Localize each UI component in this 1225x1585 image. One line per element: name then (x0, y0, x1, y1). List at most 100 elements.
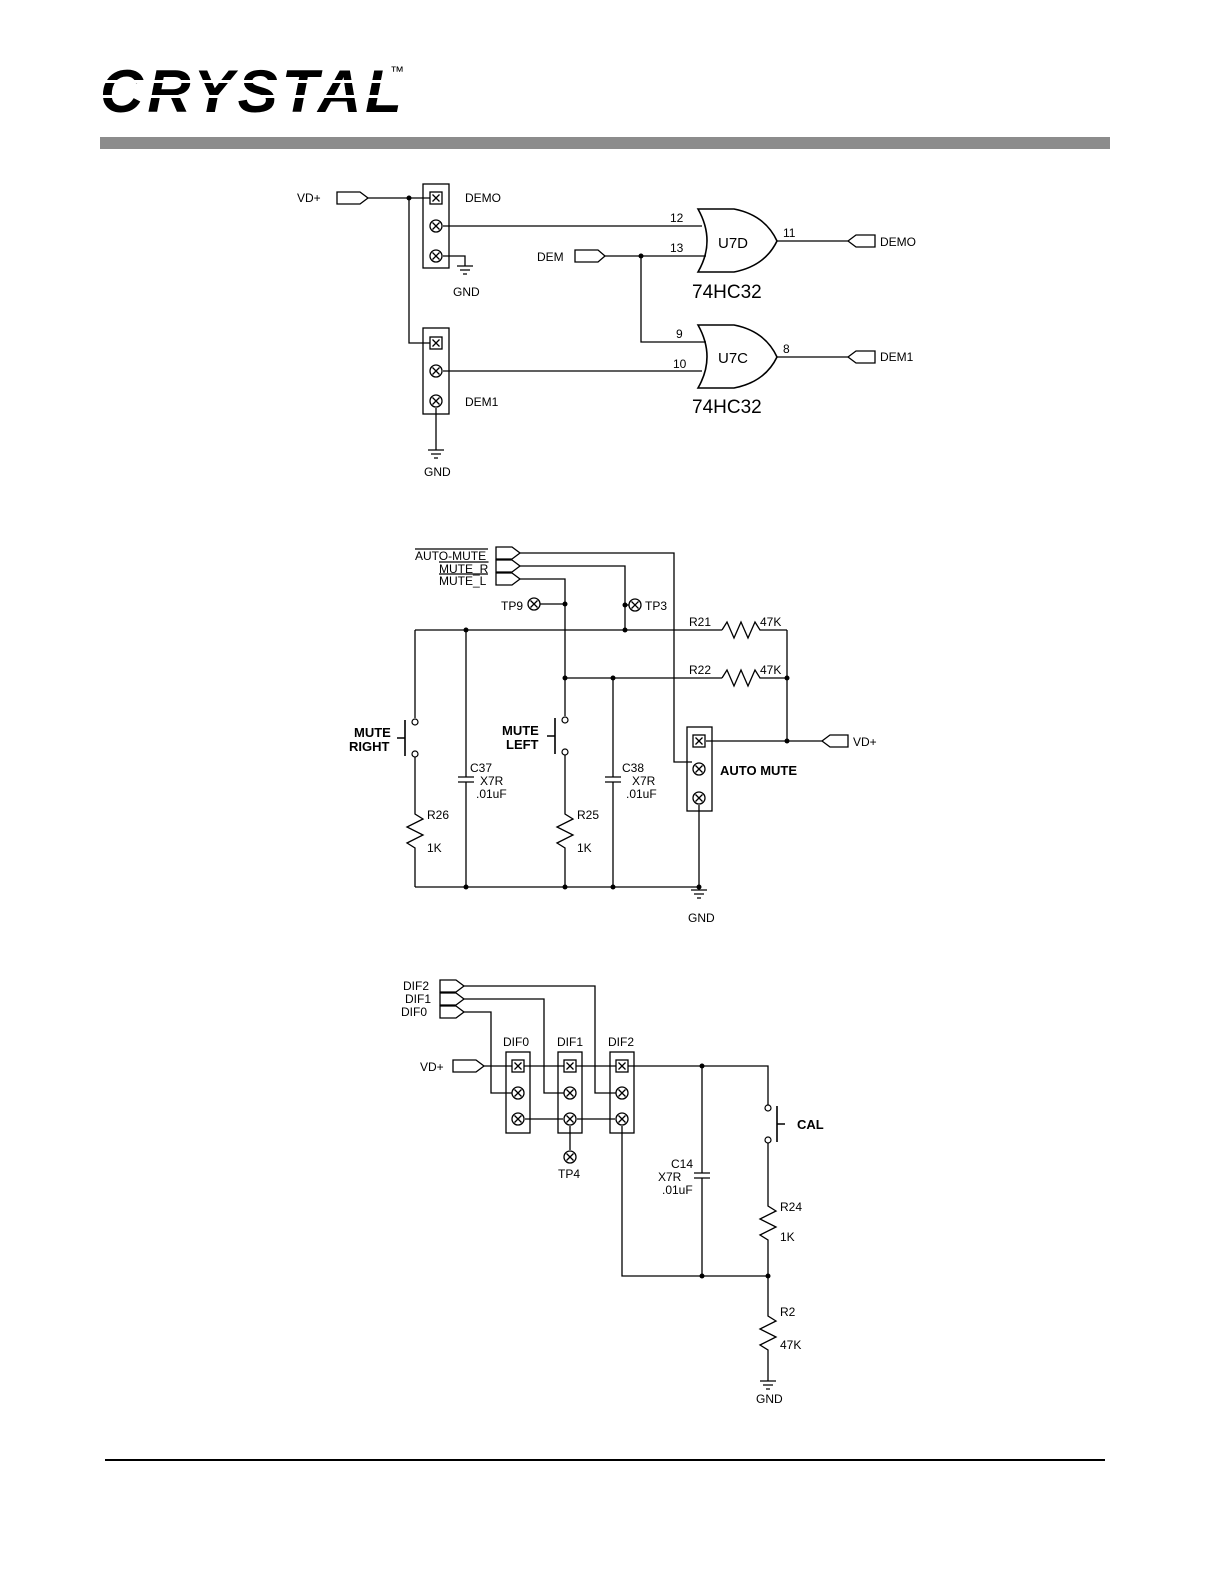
dif0-label: DIF0 (401, 1005, 427, 1019)
cal-label: CAL (797, 1117, 824, 1132)
header-rule (100, 137, 1110, 149)
pushbutton-mute-right (397, 720, 405, 756)
u7d-part: 74HC32 (692, 282, 762, 303)
u7c-pin-a: 9 (676, 327, 683, 341)
demo-output-port (848, 235, 875, 247)
dem1-output-port (848, 351, 875, 363)
dem-input-label: DEM (537, 250, 564, 264)
ground-icon (428, 450, 444, 458)
jumper-pin-square-icon (693, 735, 705, 747)
dif0-port (440, 1006, 464, 1018)
r26-name: R26 (427, 808, 449, 822)
pushbutton-mute-left (547, 718, 555, 754)
jumper-pin-icon (512, 1113, 524, 1125)
capacitor-c37 (458, 630, 474, 887)
r26-value: 1K (427, 841, 442, 855)
jumper-pin-square-icon (512, 1060, 524, 1072)
capacitor-c14 (694, 1066, 710, 1276)
mute-l-label: MUTE_L (439, 574, 487, 588)
c14-value: .01uF (662, 1183, 693, 1197)
r2-value: 47K (780, 1338, 801, 1352)
section-dif: DIF2 DIF1 DIF0 VD+ DIF0 DIF1 DIF2 TP4 (401, 979, 824, 1406)
u7d-pin-a: 12 (670, 211, 684, 225)
r21-name: R21 (689, 615, 711, 629)
jumper-dif2-label: DIF2 (608, 1035, 634, 1049)
testpoint-icon (629, 599, 641, 611)
dif1-label: DIF1 (405, 992, 431, 1006)
jumper-dif0-label: DIF0 (503, 1035, 529, 1049)
pushbutton-cal (777, 1106, 785, 1142)
crystal-logo: CRYSTAL ™ (100, 58, 406, 125)
auto-mute-port (496, 547, 520, 559)
capacitor-c38 (605, 678, 621, 887)
u7c-part: 74HC32 (692, 397, 762, 418)
r24-name: R24 (780, 1200, 802, 1214)
jumper-pin-square-icon (430, 337, 442, 349)
c37-name: C37 (470, 761, 492, 775)
c37-value: .01uF (476, 787, 507, 801)
jumper-pin-icon (430, 220, 442, 232)
gnd-label-mute: GND (688, 911, 715, 925)
resistor-r2 (760, 1276, 776, 1381)
dem-input-port (575, 250, 605, 262)
r22-value: 47K (760, 663, 781, 677)
vd-label-3: VD+ (420, 1060, 444, 1074)
c38-value: .01uF (626, 787, 657, 801)
jumper-pin-icon (564, 1113, 576, 1125)
u7d-pin-out: 11 (783, 226, 796, 240)
vd-port-2 (822, 735, 848, 747)
mute-left-label-2: LEFT (506, 737, 539, 752)
gnd-label-dif: GND (756, 1392, 783, 1406)
logo-text: CRYSTAL (100, 58, 406, 125)
u7c-pin-b: 10 (673, 357, 687, 371)
ground-icon (691, 890, 707, 898)
ground-icon (457, 266, 473, 274)
mute-l-port (496, 573, 520, 585)
resistor-r25 (557, 755, 573, 887)
jumper-pin-square-icon (430, 192, 442, 204)
section-mute: AUTO-MUTE MUTE_R MUTE_L TP9 TP3 R21 47K (349, 547, 877, 925)
ground-icon (760, 1381, 776, 1389)
dif2-label: DIF2 (403, 979, 429, 993)
jumper-pin-icon (693, 792, 705, 804)
demo-jumper-label: DEMO (465, 191, 501, 205)
trademark-symbol: ™ (390, 63, 404, 79)
r2-name: R2 (780, 1305, 796, 1319)
c14-name: C14 (671, 1157, 693, 1171)
jumper-pin-square-icon (616, 1060, 628, 1072)
auto-mute-label: AUTO-MUTE (415, 549, 486, 563)
u7d-name: U7D (718, 235, 748, 252)
vd-port-1 (337, 192, 368, 204)
u7c-name: U7C (718, 350, 748, 367)
mute-right-label-2: RIGHT (349, 739, 390, 754)
resistor-r24 (760, 1143, 776, 1276)
tp4-label: TP4 (558, 1167, 580, 1181)
c14-dielectric: X7R (658, 1170, 682, 1184)
c38-name: C38 (622, 761, 644, 775)
r24-value: 1K (780, 1230, 795, 1244)
mute-left-label-1: MUTE (502, 723, 539, 738)
dem1-jumper-label: DEM1 (465, 395, 499, 409)
vd-label-2: VD+ (853, 735, 877, 749)
tp3-label: TP3 (645, 599, 667, 613)
vd-label-1: VD+ (297, 191, 321, 205)
mute-right-label-1: MUTE (354, 725, 391, 740)
r25-name: R25 (577, 808, 599, 822)
u7d-pin-b: 13 (670, 241, 684, 255)
section-dem-logic: VD+ DEMO GND DEM1 GND DEM U7D (297, 184, 916, 479)
testpoint-icon (564, 1151, 576, 1163)
tp9-label: TP9 (501, 599, 523, 613)
jumper-pin-icon (430, 250, 442, 262)
vd-port-3 (453, 1060, 484, 1072)
resistor-r26 (407, 757, 423, 887)
dif1-port (440, 993, 464, 1005)
jumper-pin-icon (616, 1087, 628, 1099)
jumper-pin-icon (430, 365, 442, 377)
auto-mute-jumper-label: AUTO MUTE (720, 763, 797, 778)
gnd-label-b: GND (424, 465, 451, 479)
r25-value: 1K (577, 841, 592, 855)
demo-output-label: DEMO (880, 235, 916, 249)
testpoint-icon (528, 598, 540, 610)
dif2-port (440, 980, 464, 992)
